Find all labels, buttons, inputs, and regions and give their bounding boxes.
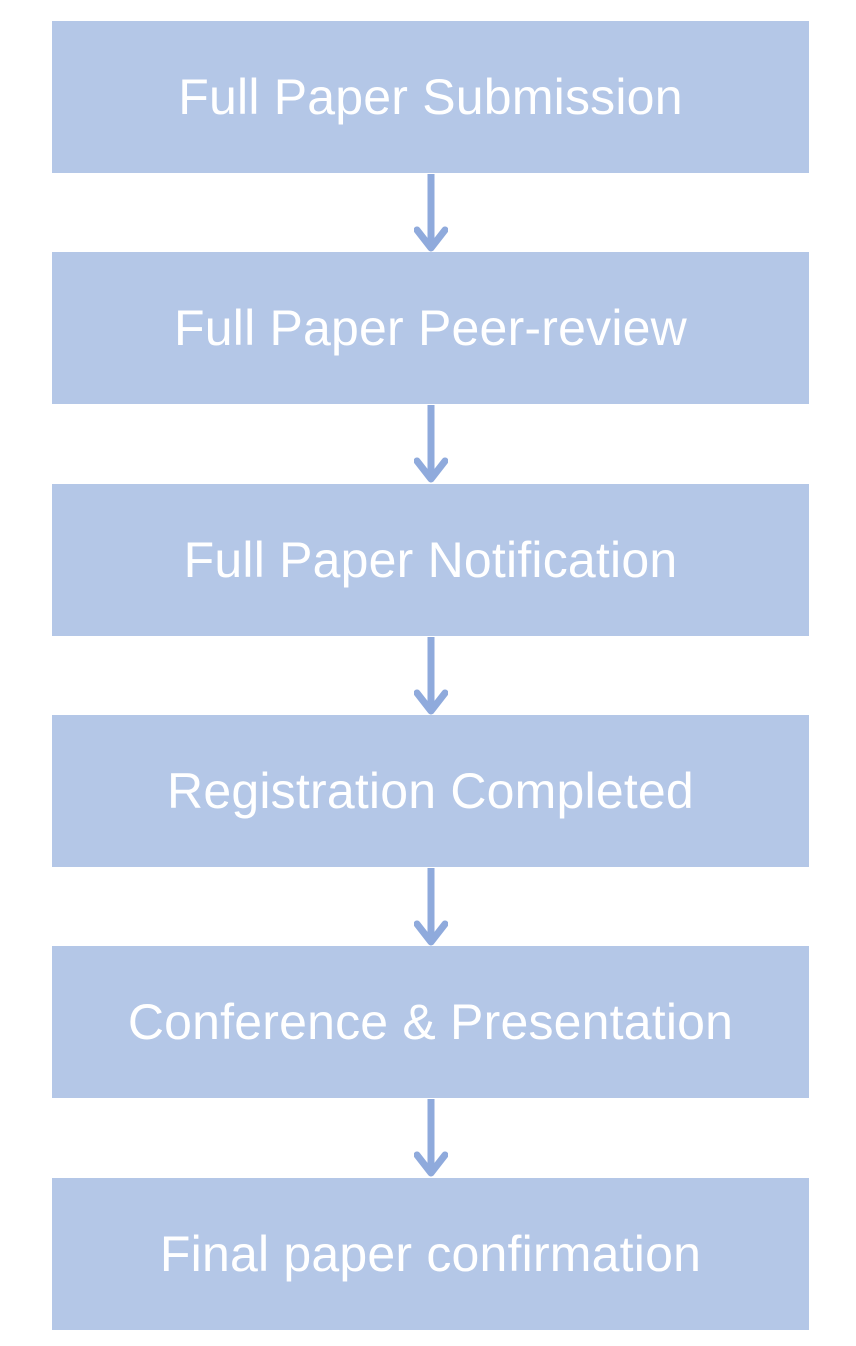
- down-arrow-icon: [414, 174, 448, 252]
- down-arrow-icon: [414, 637, 448, 715]
- step-box-final-paper-confirmation: Final paper confirmation: [52, 1178, 809, 1330]
- step-label: Final paper confirmation: [159, 1226, 702, 1282]
- step-box-full-paper-submission: Full Paper Submission: [52, 21, 809, 173]
- step-label: Registration Completed: [167, 763, 694, 819]
- down-arrow-icon: [414, 1099, 448, 1177]
- down-arrow-icon: [414, 405, 448, 483]
- step-box-full-paper-peer-review: Full Paper Peer-review: [52, 252, 809, 404]
- step-box-full-paper-notification: Full Paper Notification: [52, 484, 809, 636]
- step-label: Conference & Presentation: [127, 994, 734, 1050]
- step-box-conference-presentation: Conference & Presentation: [52, 946, 809, 1098]
- step-label: Full Paper Submission: [178, 69, 683, 125]
- step-box-registration-completed: Registration Completed: [52, 715, 809, 867]
- step-label: Full Paper Peer-review: [174, 300, 687, 356]
- step-label: Full Paper Notification: [183, 532, 678, 588]
- down-arrow-icon: [414, 868, 448, 946]
